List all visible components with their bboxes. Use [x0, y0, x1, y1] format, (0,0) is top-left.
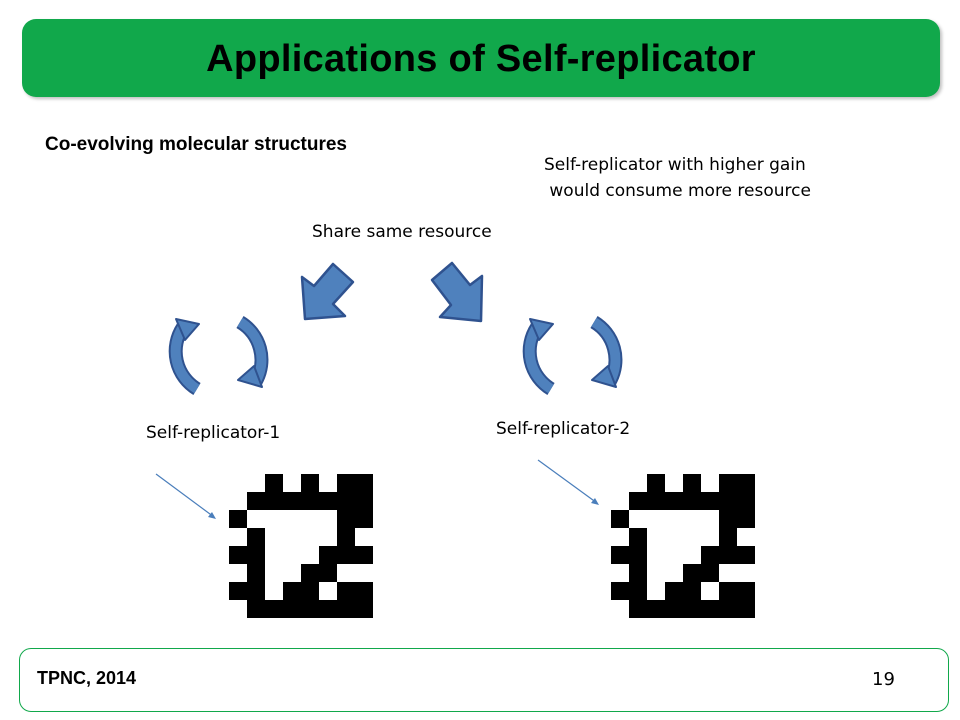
pointer-line-1: [155, 473, 216, 519]
pattern-cell: [629, 546, 647, 564]
pattern-cell: [737, 510, 755, 528]
pattern-cell: [337, 474, 355, 492]
pattern-cell: [283, 582, 301, 600]
pattern-cell: [247, 546, 265, 564]
replicator-2-label: Self-replicator-2: [496, 419, 631, 439]
pattern-cell: [355, 474, 373, 492]
title-bar: Applications of Self-replicator: [22, 19, 940, 97]
pattern-cell: [719, 528, 737, 546]
replicator-1-label: Self-replicator-1: [146, 423, 281, 443]
pattern-cell: [665, 582, 683, 600]
pattern-cell: [265, 600, 283, 618]
pattern-cell: [301, 600, 319, 618]
molecule-pattern-icon-1: [229, 474, 373, 618]
gain-note-line-2: would consume more resource: [544, 181, 811, 201]
pattern-cell: [629, 492, 647, 510]
page-number: 19: [872, 669, 895, 690]
footer-conference: TPNC, 2014: [37, 668, 137, 688]
pattern-cell: [701, 600, 719, 618]
pattern-cell: [355, 510, 373, 528]
pattern-cell: [301, 564, 319, 582]
pattern-cell: [337, 528, 355, 546]
pattern-cell: [719, 600, 737, 618]
pattern-cell: [301, 582, 319, 600]
pattern-cell: [265, 492, 283, 510]
pattern-cell: [647, 474, 665, 492]
pattern-cell: [719, 546, 737, 564]
pattern-cell: [301, 474, 319, 492]
pattern-cell: [265, 474, 283, 492]
pattern-cell: [355, 600, 373, 618]
gain-note: Self-replicator with higher gain would c…: [544, 152, 811, 204]
pattern-cell: [719, 582, 737, 600]
gain-note-line-1: Self-replicator with higher gain: [544, 155, 806, 175]
pattern-cell: [719, 510, 737, 528]
pattern-cell: [737, 474, 755, 492]
slide-title: Applications of Self-replicator: [206, 38, 756, 80]
pattern-cell: [319, 492, 337, 510]
pattern-cell: [701, 492, 719, 510]
pattern-cell: [665, 492, 683, 510]
pattern-cell: [337, 492, 355, 510]
pattern-cell: [247, 492, 265, 510]
pattern-cell: [283, 492, 301, 510]
pattern-cell: [319, 600, 337, 618]
pattern-cell: [701, 564, 719, 582]
pattern-cell: [355, 582, 373, 600]
pattern-cell: [337, 510, 355, 528]
pattern-cell: [319, 546, 337, 564]
footer-box: [19, 648, 949, 712]
pattern-cell: [701, 546, 719, 564]
cycle-arrows-icon-2: [522, 315, 623, 395]
pattern-cell: [611, 582, 629, 600]
pattern-cell: [229, 546, 247, 564]
pattern-cell: [629, 564, 647, 582]
pattern-cell: [247, 582, 265, 600]
pattern-cell: [229, 582, 247, 600]
down-arrow-icon-left: [300, 262, 355, 321]
pattern-cell: [229, 510, 247, 528]
pattern-cell: [683, 492, 701, 510]
pattern-cell: [683, 600, 701, 618]
down-arrow-icon-right: [430, 261, 484, 323]
pattern-cell: [683, 564, 701, 582]
pattern-cell: [337, 600, 355, 618]
pattern-cell: [611, 546, 629, 564]
molecule-pattern-icon-2: [611, 474, 755, 618]
cycle-arrows-icon-1: [168, 315, 269, 395]
pattern-cell: [355, 546, 373, 564]
pattern-cell: [719, 474, 737, 492]
pattern-cell: [337, 582, 355, 600]
pattern-cell: [683, 474, 701, 492]
pattern-cell: [337, 546, 355, 564]
pattern-cell: [247, 528, 265, 546]
pointer-line-2: [537, 459, 599, 505]
pattern-cell: [629, 528, 647, 546]
shared-resource-label: Share same resource: [312, 222, 492, 242]
pattern-cell: [647, 492, 665, 510]
pattern-cell: [737, 600, 755, 618]
pattern-cell: [683, 582, 701, 600]
pattern-cell: [301, 492, 319, 510]
pattern-cell: [737, 492, 755, 510]
pattern-cell: [247, 600, 265, 618]
pattern-cell: [355, 492, 373, 510]
pattern-cell: [247, 564, 265, 582]
pattern-cell: [719, 492, 737, 510]
pattern-cell: [647, 600, 665, 618]
pattern-cell: [737, 582, 755, 600]
slide-subtitle: Co-evolving molecular structures: [45, 134, 347, 155]
pattern-cell: [629, 582, 647, 600]
pattern-cell: [319, 564, 337, 582]
pattern-cell: [283, 600, 301, 618]
pattern-cell: [629, 600, 647, 618]
pattern-cell: [737, 546, 755, 564]
pattern-cell: [665, 600, 683, 618]
pattern-cell: [611, 510, 629, 528]
